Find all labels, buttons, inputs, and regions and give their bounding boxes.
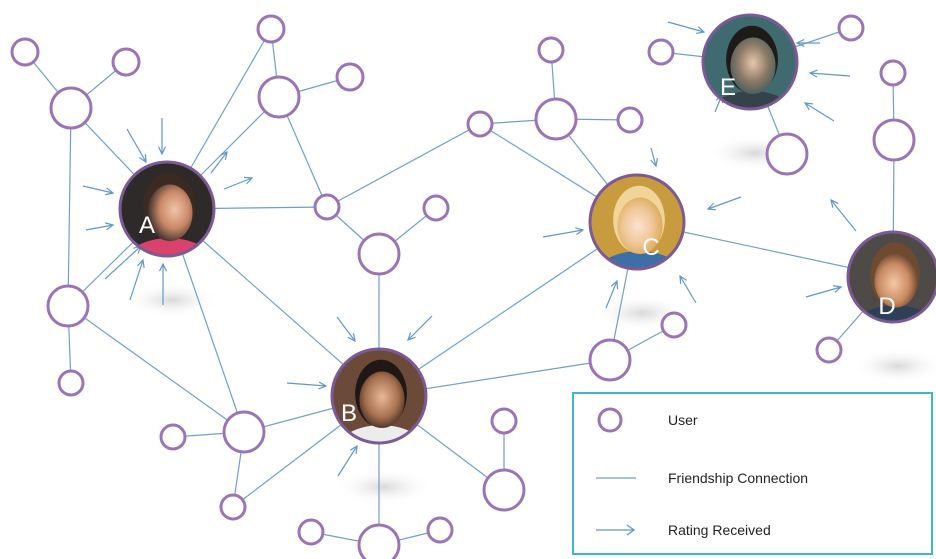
user-node <box>616 106 644 134</box>
rating-arrow <box>830 198 857 232</box>
rating-arrow <box>407 315 433 341</box>
rating-arrow <box>210 150 228 174</box>
user-node <box>357 232 401 276</box>
user-node <box>872 118 916 162</box>
node-shadow <box>334 469 434 505</box>
user-node <box>222 410 266 454</box>
rating-arrow <box>650 147 659 168</box>
rating-arrow <box>542 227 585 238</box>
user-node <box>219 493 247 521</box>
user-node <box>534 97 578 141</box>
user-node <box>10 37 40 67</box>
rating-arrow <box>104 245 143 280</box>
user-node <box>537 36 565 64</box>
user-node <box>466 110 494 138</box>
user-node <box>46 284 90 328</box>
rating-arrow <box>336 316 356 343</box>
rating-arrow <box>805 285 843 298</box>
rating-arrow <box>667 21 706 35</box>
user-node <box>765 132 809 176</box>
avatar-letter: A <box>139 212 155 239</box>
user-node <box>57 369 85 397</box>
avatar-letter: D <box>878 293 895 320</box>
user-node <box>256 14 286 44</box>
user-node <box>588 338 632 382</box>
user-node <box>426 516 454 544</box>
user-avatar-c: C <box>588 173 686 271</box>
rating-arrow <box>157 118 167 156</box>
user-node <box>879 59 907 87</box>
legend-row-friendship: Friendship Connection <box>574 458 931 498</box>
rating-arrow <box>286 381 328 390</box>
rating-arrow <box>158 262 168 305</box>
user-node <box>357 523 401 559</box>
rating-arrow <box>803 102 835 122</box>
rating-arrow <box>679 274 697 304</box>
user-node-icon <box>597 407 623 433</box>
user-node <box>257 75 301 119</box>
user-node <box>297 518 325 546</box>
user-node <box>49 86 93 130</box>
user-avatar-a: A <box>118 160 216 258</box>
avatar-letter: B <box>341 400 357 427</box>
user-node <box>313 193 341 221</box>
rating-arrow <box>82 185 115 196</box>
avatar-letter: E <box>720 74 736 101</box>
user-node <box>335 62 365 92</box>
user-node <box>490 407 518 435</box>
user-node <box>837 14 865 42</box>
rating-arrow <box>706 196 742 211</box>
rating-arrow-icon <box>596 524 636 536</box>
rating-arrow <box>795 38 820 48</box>
rating-arrow <box>85 222 115 231</box>
legend-user-label: User <box>668 412 698 428</box>
legend-rating-label: Rating Received <box>668 522 771 538</box>
legend-friendship-label: Friendship Connection <box>668 470 809 486</box>
avatar-letter: C <box>642 234 659 261</box>
rating-arrow <box>337 444 358 477</box>
friendship-line-icon <box>596 477 636 479</box>
rating-arrow <box>808 69 851 78</box>
friendship-edge <box>67 305 245 433</box>
legend-row-user: User <box>574 402 931 442</box>
user-node <box>647 38 675 66</box>
user-node <box>815 336 843 364</box>
rating-arrow <box>223 176 254 190</box>
user-avatar-e: E <box>701 13 799 111</box>
rating-arrow <box>605 279 619 309</box>
legend-row-rating: Rating Received <box>574 510 931 550</box>
friendship-edge <box>67 107 72 307</box>
user-node <box>482 468 526 512</box>
legend: User Friendship Connection Rating Receiv… <box>572 392 933 555</box>
user-node <box>422 194 450 222</box>
user-node <box>159 423 187 451</box>
rating-arrow <box>126 128 147 164</box>
user-node <box>111 47 141 77</box>
node-shadow <box>122 282 222 318</box>
rating-arrow <box>129 258 145 301</box>
node-shadow <box>850 348 936 384</box>
user-avatar-d: D <box>846 230 936 324</box>
friendship-edge <box>378 221 638 397</box>
user-node <box>660 311 688 339</box>
friendship-edge <box>326 123 481 208</box>
